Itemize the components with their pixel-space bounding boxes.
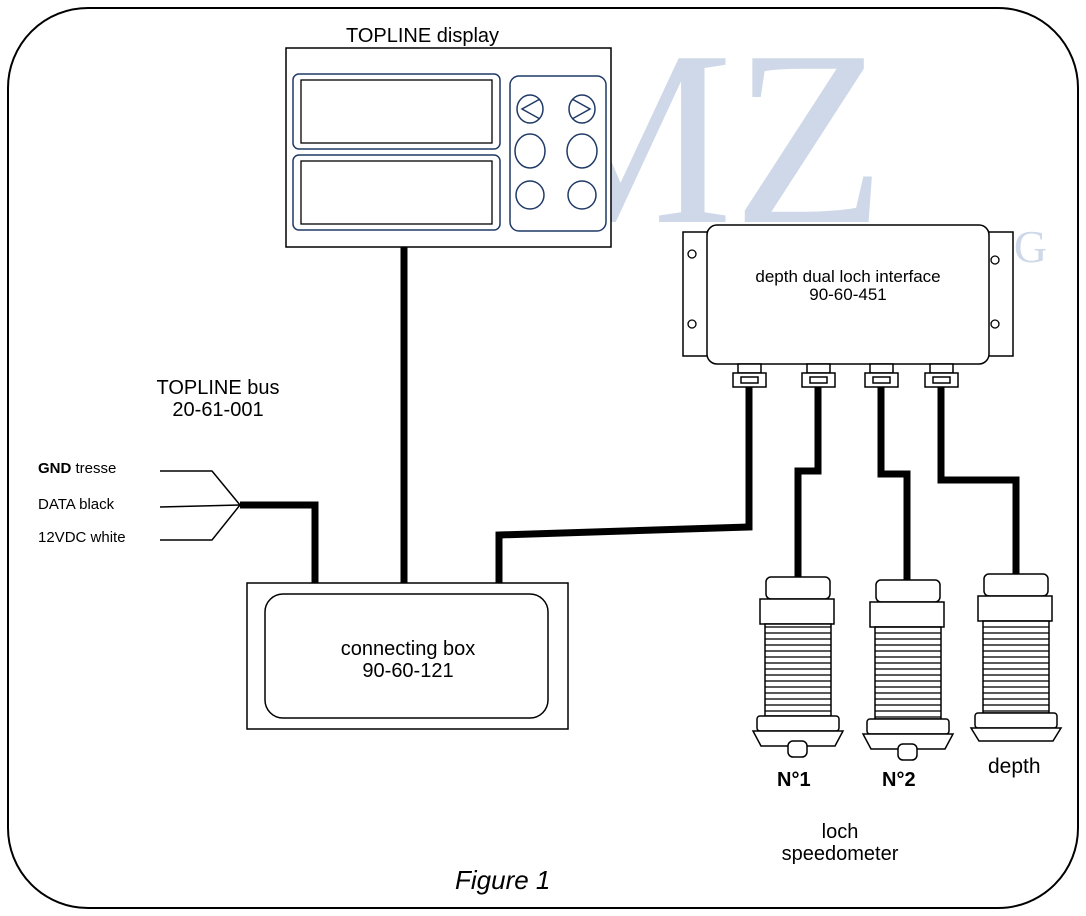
display-keypad (509, 75, 607, 232)
depth-sensor-cable (937, 386, 1020, 575)
sensor-n1-label: N°1 (777, 769, 811, 791)
cables (240, 247, 1020, 584)
wire-power-label: 12VDC white (38, 529, 126, 546)
interface-label: depth dual loch interface 90-60-451 (720, 267, 976, 305)
interface-name: depth dual loch interface (755, 267, 941, 286)
wire-data-label: DATA black (38, 496, 115, 513)
sensor-n2-cable (877, 386, 911, 582)
connecting-box-name: connecting box (340, 638, 476, 660)
bus-label: TOPLINE bus 20-61-001 (120, 377, 316, 421)
interface-code: 90-60-451 (809, 285, 887, 305)
display-title: TOPLINE display (346, 25, 500, 47)
connecting-box-code: 90-60-121 (362, 659, 454, 682)
loch-line1: loch (821, 821, 859, 843)
loch-group-label: loch speedometer (760, 821, 920, 865)
bus-cable (240, 501, 319, 584)
bus-code: 20-61-001 (172, 398, 264, 421)
keypad-buttons (514, 94, 598, 210)
wire-gnd-rest: tresse (71, 460, 117, 477)
loch-line2: speedometer (781, 842, 899, 865)
sensor-n1 (751, 576, 845, 758)
display-screen-top (292, 73, 501, 150)
sensor-n1-cable (794, 386, 822, 578)
figure-caption: Figure 1 (455, 865, 551, 895)
depth-sensor (969, 573, 1063, 742)
keypad-button (566, 133, 598, 169)
keypad-button (567, 180, 597, 210)
right-arrow-button-icon (568, 94, 596, 124)
keypad-button (515, 180, 545, 210)
wire-gnd-label: GND tresse (38, 460, 117, 477)
bus-name: TOPLINE bus (156, 377, 280, 399)
topline-display-unit (285, 47, 612, 248)
depth-sensor-label: depth (988, 755, 1041, 778)
display-screen-bottom (292, 154, 501, 231)
left-arrow-button-icon (516, 94, 544, 124)
bus-wires (159, 470, 241, 541)
sensor-n2 (861, 579, 955, 761)
sensor-n2-label: N°2 (882, 769, 916, 791)
connecting-box-label: connecting box 90-60-121 (300, 638, 516, 682)
wire-gnd-strong: GND (38, 460, 72, 477)
interface-link-cable (495, 386, 753, 584)
depth-interface-box (682, 224, 1014, 365)
diagram-frame (7, 7, 1079, 909)
connecting-box (246, 582, 569, 730)
keypad-button (514, 133, 546, 169)
interface-connectors (732, 363, 959, 388)
